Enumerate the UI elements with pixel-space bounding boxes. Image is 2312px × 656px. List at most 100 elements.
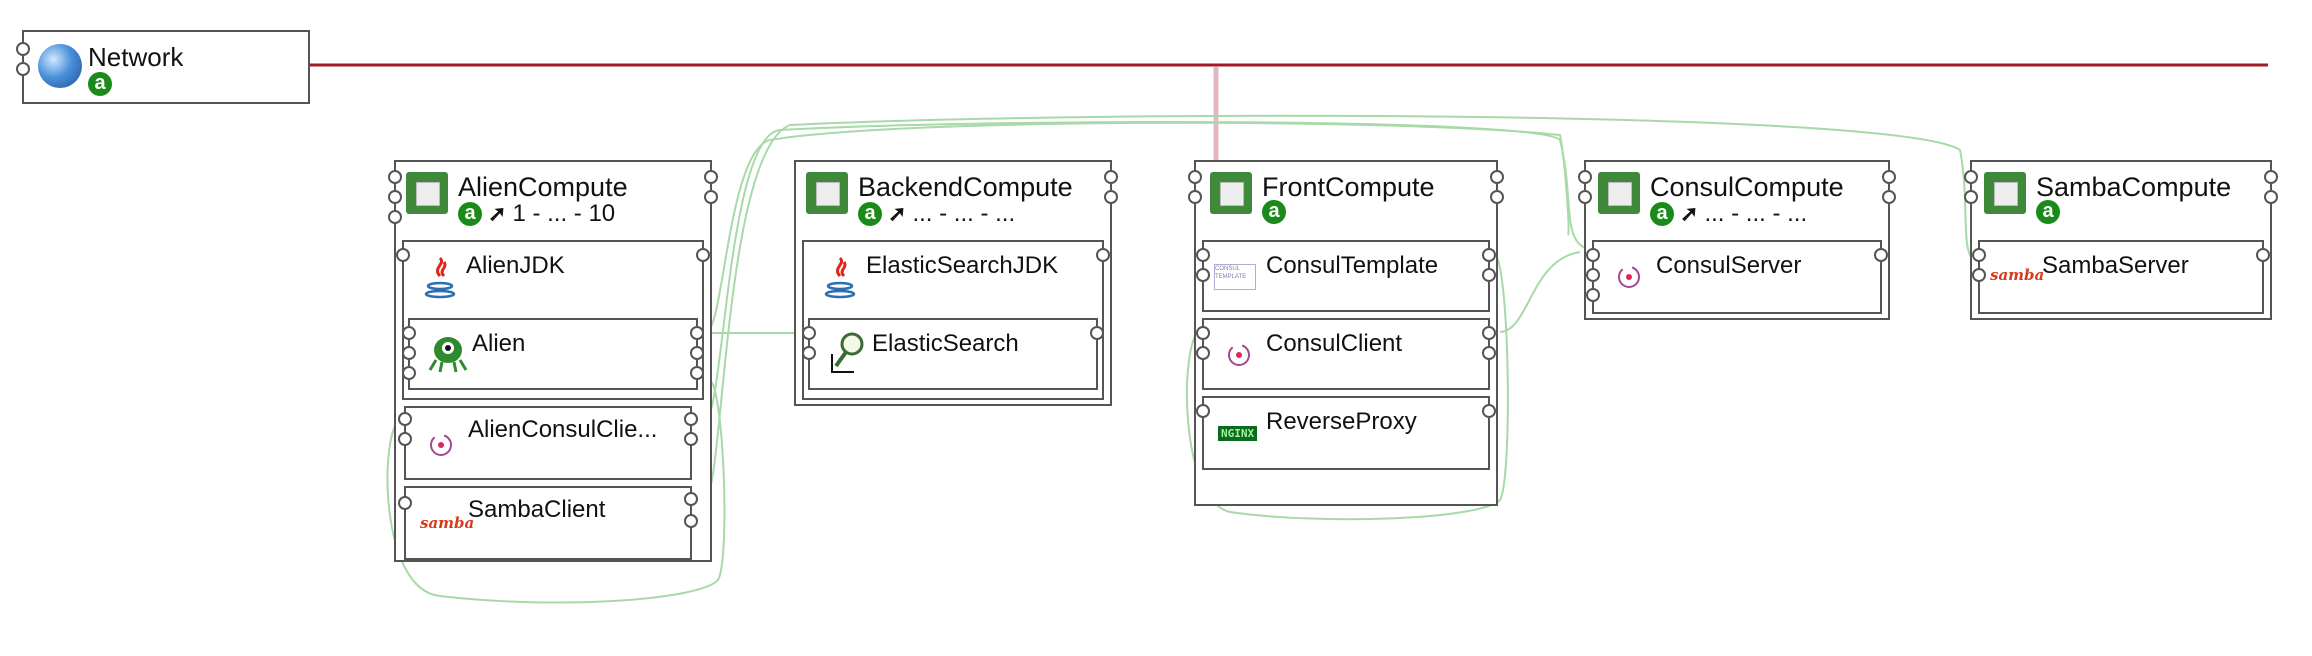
port[interactable]	[1482, 326, 1496, 340]
port[interactable]	[2256, 248, 2270, 262]
port[interactable]	[2264, 170, 2278, 184]
compute-chip-icon	[1598, 172, 1640, 214]
scaling-range: ... - ... - ...	[1704, 200, 1808, 227]
scaling-range: 1 - ... - 10	[512, 200, 616, 227]
port[interactable]	[1578, 170, 1592, 184]
port[interactable]	[1482, 248, 1496, 262]
port[interactable]	[1104, 190, 1118, 204]
status-badge: a	[858, 202, 882, 226]
port[interactable]	[16, 42, 30, 56]
component-alienjdk[interactable]: AlienJDK Alien	[396, 240, 710, 400]
status-badge: a	[458, 202, 482, 226]
port[interactable]	[1964, 170, 1978, 184]
component-elasticsearchjdk[interactable]: ElasticSearchJDK ElasticSearch	[802, 240, 1110, 400]
port[interactable]	[388, 170, 402, 184]
port[interactable]	[696, 248, 710, 262]
front-compute-node[interactable]: FrontCompute a CONSUL TEMPLATE ConsulTem…	[1188, 160, 1504, 506]
node-title: ConsulCompute	[1650, 172, 1844, 202]
port[interactable]	[1586, 268, 1600, 282]
port[interactable]	[1586, 248, 1600, 262]
consul-compute-node[interactable]: ConsulCompute a ➚ ... - ... - ... Consul…	[1578, 160, 1896, 320]
port[interactable]	[398, 412, 412, 426]
port[interactable]	[396, 248, 410, 262]
port[interactable]	[690, 346, 704, 360]
port[interactable]	[684, 492, 698, 506]
scaling-arrow-icon: ➚	[1680, 201, 1699, 226]
component-label: ReverseProxy	[1266, 408, 1417, 435]
port[interactable]	[802, 326, 816, 340]
port[interactable]	[388, 190, 402, 204]
port[interactable]	[1586, 288, 1600, 302]
scaling-arrow-icon: ➚	[488, 201, 507, 226]
java-icon	[824, 256, 856, 299]
alien-icon	[428, 337, 468, 373]
port[interactable]	[398, 496, 412, 510]
port[interactable]	[1096, 248, 1110, 262]
port[interactable]	[402, 346, 416, 360]
samba-compute-node[interactable]: SambaCompute a samba SambaServer	[1964, 160, 2278, 320]
component-alienconsulclient[interactable]: AlienConsulClie...	[398, 406, 698, 480]
component-sambaserver[interactable]: samba SambaServer	[1972, 240, 2270, 314]
port[interactable]	[1104, 170, 1118, 184]
port[interactable]	[690, 326, 704, 340]
component-elasticsearch[interactable]: ElasticSearch	[802, 318, 1104, 390]
port[interactable]	[1972, 248, 1986, 262]
network-node[interactable]: Network a	[16, 30, 310, 104]
component-consulclient[interactable]: ConsulClient	[1196, 318, 1496, 390]
port[interactable]	[398, 432, 412, 446]
component-sambaclient[interactable]: samba SambaClient	[398, 486, 698, 560]
port[interactable]	[16, 62, 30, 76]
port[interactable]	[1196, 268, 1210, 282]
port[interactable]	[1196, 326, 1210, 340]
link-consulclient-consulserver	[1499, 251, 1581, 333]
port[interactable]	[1188, 190, 1202, 204]
component-label: ConsulClient	[1266, 330, 1403, 357]
port[interactable]	[388, 210, 402, 224]
alien-compute-node[interactable]: AlienCompute a ➚ 1 - ... - 10 AlienJDK	[388, 160, 718, 562]
component-consultemplate[interactable]: CONSUL TEMPLATE ConsulTemplate	[1196, 240, 1496, 312]
port[interactable]	[402, 366, 416, 380]
port[interactable]	[1578, 190, 1592, 204]
port[interactable]	[1482, 268, 1496, 282]
node-title: FrontCompute	[1262, 172, 1435, 202]
backend-compute-node[interactable]: BackendCompute a ➚ ... - ... - ... Elast…	[794, 160, 1118, 406]
component-consulserver[interactable]: ConsulServer	[1586, 240, 1888, 314]
scaling-arrow-icon: ➚	[888, 201, 907, 226]
port[interactable]	[1490, 190, 1504, 204]
port[interactable]	[1196, 248, 1210, 262]
port[interactable]	[704, 170, 718, 184]
port[interactable]	[402, 326, 416, 340]
port[interactable]	[1882, 190, 1896, 204]
consul-icon	[1618, 266, 1640, 288]
consul-template-icon: CONSUL TEMPLATE	[1214, 264, 1256, 290]
globe-icon	[38, 44, 82, 88]
node-title: BackendCompute	[858, 172, 1073, 202]
port[interactable]	[1196, 346, 1210, 360]
port[interactable]	[2264, 190, 2278, 204]
port[interactable]	[1972, 268, 1986, 282]
port[interactable]	[704, 190, 718, 204]
component-alien[interactable]: Alien	[402, 318, 704, 390]
port[interactable]	[1874, 248, 1888, 262]
port[interactable]	[1482, 346, 1496, 360]
port[interactable]	[1090, 326, 1104, 340]
port[interactable]	[684, 412, 698, 426]
consul-icon	[430, 434, 452, 456]
port[interactable]	[684, 432, 698, 446]
port[interactable]	[684, 514, 698, 528]
port[interactable]	[1188, 170, 1202, 184]
port[interactable]	[1882, 170, 1896, 184]
port[interactable]	[1196, 404, 1210, 418]
port[interactable]	[1490, 170, 1504, 184]
status-badge: a	[1650, 202, 1674, 226]
network-label: Network	[88, 42, 184, 72]
port[interactable]	[690, 366, 704, 380]
port[interactable]	[802, 346, 816, 360]
port[interactable]	[1964, 190, 1978, 204]
status-badge: a	[88, 72, 112, 96]
component-reverseproxy[interactable]: NGINX ReverseProxy	[1196, 396, 1496, 470]
status-badge: a	[2036, 200, 2060, 224]
component-label: ElasticSearch	[872, 330, 1019, 357]
port[interactable]	[1482, 404, 1496, 418]
